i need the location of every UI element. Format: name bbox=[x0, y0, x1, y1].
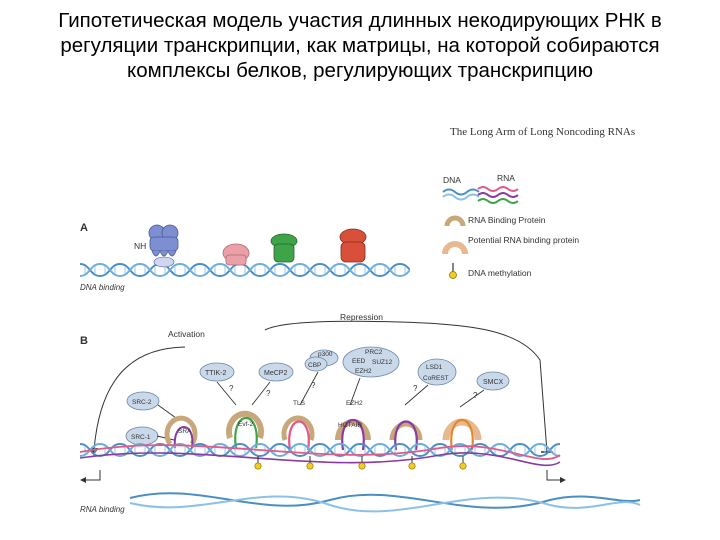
pink-protein bbox=[223, 244, 249, 265]
legend-dna-label: DNA bbox=[443, 175, 461, 185]
corest-label: CoREST bbox=[423, 375, 449, 382]
ezh2-loop: EZH2 HOTAIR bbox=[338, 400, 368, 450]
green-protein bbox=[271, 234, 297, 262]
nh-protein-complex bbox=[149, 225, 178, 267]
smcx-label: SMCX bbox=[483, 379, 504, 386]
eed-label: EED bbox=[352, 358, 366, 365]
legend-rna-strand-1 bbox=[478, 187, 518, 191]
tls-label: TLS bbox=[293, 400, 306, 407]
p300-label: p300 bbox=[318, 351, 333, 358]
red-protein bbox=[340, 229, 366, 262]
nh-label: NH bbox=[134, 241, 146, 251]
ttik-label: TTIK-2 bbox=[205, 370, 226, 377]
panel-a-caption: DNA binding bbox=[80, 283, 125, 292]
cbp-label: CBP bbox=[308, 362, 321, 369]
legend-rna-strand-3 bbox=[478, 199, 518, 203]
legend-rna-label: RNA bbox=[497, 173, 515, 183]
repression-label: Repression bbox=[340, 312, 383, 322]
panel-a-dna-helix bbox=[80, 262, 410, 282]
question-1: ? bbox=[229, 384, 234, 393]
legend-potential-label: Potential RNA binding protein bbox=[468, 235, 579, 245]
panel-a-label: A bbox=[80, 222, 88, 234]
left-tss-arrow-head bbox=[80, 477, 86, 483]
panel-b: B Activation Repression TTIK-2 MeCP2 p30… bbox=[80, 312, 640, 514]
panel-b-label: B bbox=[80, 335, 88, 347]
hotair-label: HOTAIR bbox=[338, 422, 362, 429]
activation-label: Activation bbox=[168, 329, 205, 339]
legend-rna-strand-2 bbox=[478, 193, 518, 197]
evf2-label: Evf-2 bbox=[238, 421, 254, 428]
legend: DNA RNA RNA Binding Protein Potential RN… bbox=[443, 173, 579, 279]
sra-label: SRA bbox=[178, 428, 192, 435]
panel-b-caption: RNA binding bbox=[80, 505, 125, 514]
prc2-ezh2-label: EZH2 bbox=[355, 368, 372, 375]
question-5: ? bbox=[473, 391, 478, 400]
ttik-cloud: TTIK-2 bbox=[200, 363, 234, 381]
smcx-cloud: SMCX bbox=[477, 372, 509, 390]
legend-potential-shape bbox=[445, 244, 465, 254]
cbp-p300-cloud: p300 CBP bbox=[305, 350, 338, 371]
src1-label: SRC-1 bbox=[131, 434, 151, 441]
src2-arrow bbox=[158, 405, 176, 418]
bottom-rna-wave-1 bbox=[130, 493, 640, 508]
lsd1-label: LSD1 bbox=[426, 364, 443, 371]
mecp2-label: MeCP2 bbox=[264, 370, 287, 377]
src2-label: SRC-2 bbox=[132, 399, 152, 406]
prc2-label: PRC2 bbox=[365, 349, 383, 356]
right-tss-arrow bbox=[547, 470, 560, 480]
ezh2-rna-label: EZH2 bbox=[346, 400, 363, 407]
legend-rbp-shape bbox=[447, 218, 463, 226]
src2-cloud: SRC-2 bbox=[127, 392, 159, 410]
left-tss-arrow bbox=[86, 470, 100, 480]
mecp2-cloud: MeCP2 bbox=[259, 363, 293, 381]
src1-cloud: SRC-1 bbox=[126, 427, 158, 445]
legend-methylation-dot bbox=[450, 272, 457, 279]
tls-loop: TLS bbox=[284, 400, 312, 450]
suz12-label: SUZ12 bbox=[372, 359, 393, 366]
bottom-rna-wave-2 bbox=[130, 497, 640, 512]
question-3: ? bbox=[311, 381, 316, 390]
legend-methylation-label: DNA methylation bbox=[468, 268, 532, 278]
legend-rbp-label: RNA Binding Protein bbox=[468, 215, 546, 225]
evf2-loop: Evf-2 bbox=[229, 414, 261, 448]
smcx-arrow bbox=[460, 390, 484, 407]
question-4: ? bbox=[413, 384, 418, 393]
prc2-cloud: PRC2 EED SUZ12 EZH2 bbox=[343, 347, 399, 377]
panel-a: A NH DNA binding bbox=[80, 222, 410, 292]
question-2: ? bbox=[266, 389, 271, 398]
right-tss-arrow-head bbox=[560, 477, 566, 483]
lsd1-corest-cloud: LSD1 CoREST bbox=[418, 359, 456, 385]
